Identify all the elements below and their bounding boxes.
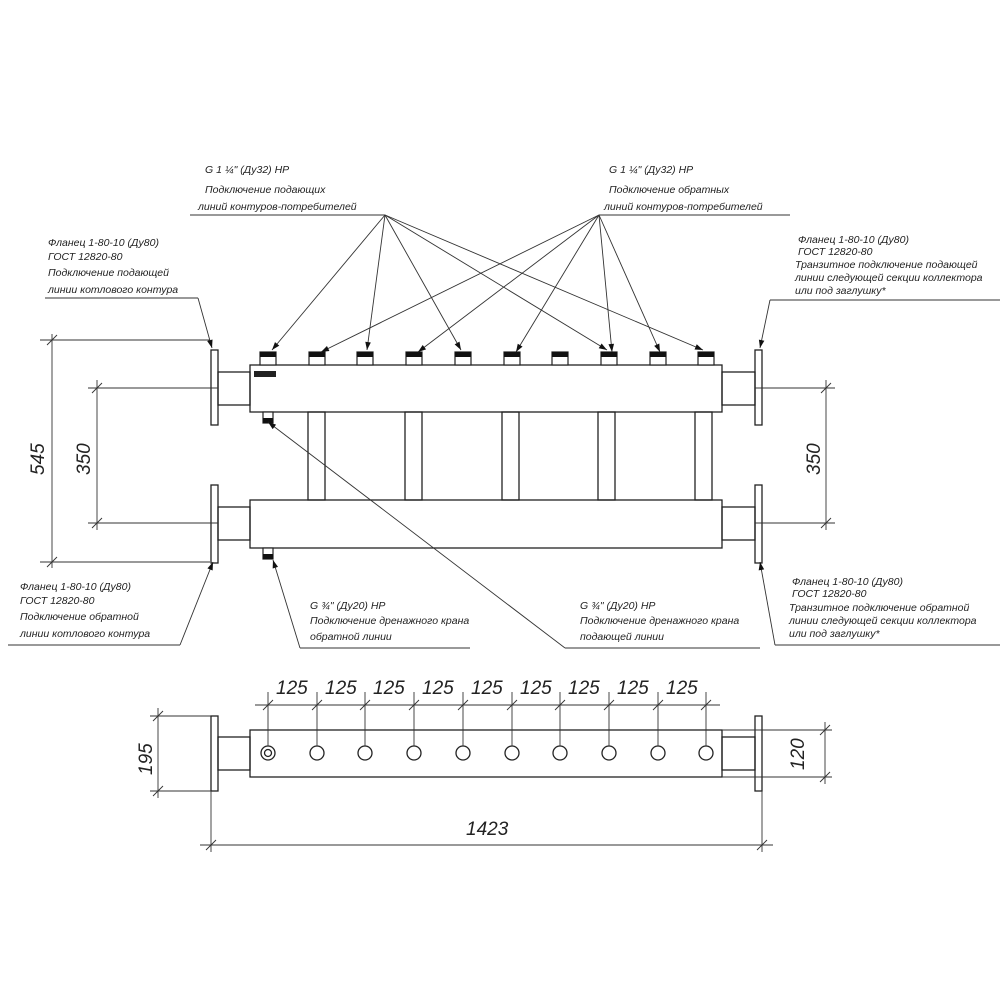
dimension-pitch: 125 125 125 125 125 125 125 125 125 [255,678,720,746]
svg-text:125: 125 [373,678,405,699]
label-supply-nozzles: G 1 ¼" (Ду32) НР Подключение подающих ли… [197,164,357,213]
dimension-350-right: 350 [755,380,835,530]
dimension-350-left: 350 [74,380,218,530]
svg-text:125: 125 [617,678,649,699]
flange-supply-right [721,349,763,426]
svg-text:545: 545 [28,443,49,475]
supply-header [249,364,723,413]
label-flange-return-right: Фланец 1-80-10 (Ду80) ГОСТ 12820-80 Тран… [788,576,979,640]
leaders-top [45,214,1000,353]
label-flange-supply-right: Фланец 1-80-10 (Ду80) ГОСТ 12820-80 Тран… [794,234,985,297]
front-view [210,349,763,564]
dimension-120: 120 [722,722,832,784]
dimension-195: 195 [136,708,211,798]
svg-text:125: 125 [568,678,600,699]
svg-text:125: 125 [422,678,454,699]
dimension-1423: 1423 [200,791,773,852]
header-connectors [307,411,713,501]
svg-text:125: 125 [471,678,503,699]
nameplate [254,371,276,377]
svg-text:350: 350 [804,443,825,475]
top-view: 125 125 125 125 125 125 125 125 125 195 … [136,678,832,852]
svg-text:125: 125 [276,678,308,699]
nozzles [259,351,715,366]
svg-text:125: 125 [520,678,552,699]
flange-supply-left [210,349,251,426]
dimension-545: 545 [28,334,210,568]
svg-text:350: 350 [74,443,95,475]
svg-text:125: 125 [666,678,698,699]
svg-text:125: 125 [325,678,357,699]
label-drain-supply: G ¾" (Ду20) НР Подключение дренажного кр… [580,600,742,643]
label-return-nozzles: G 1 ¼" (Ду32) НР Подключение обратных ли… [603,164,763,213]
svg-text:1423: 1423 [466,819,509,840]
label-flange-return-left: Фланец 1-80-10 (Ду80) ГОСТ 12820-80 Подк… [19,581,150,640]
return-header [249,499,723,549]
svg-text:195: 195 [136,743,157,775]
leaders-bottom [8,421,1000,649]
flange-return-right [721,484,763,564]
label-flange-supply-left: Фланец 1-80-10 (Ду80) ГОСТ 12820-80 Подк… [47,237,178,296]
flange-return-left [210,484,251,564]
drain-nozzles [262,411,274,560]
label-drain-return: G ¾" (Ду20) НР Подключение дренажного кр… [310,600,472,643]
nozzle-holes [260,745,714,761]
svg-text:120: 120 [788,738,809,770]
